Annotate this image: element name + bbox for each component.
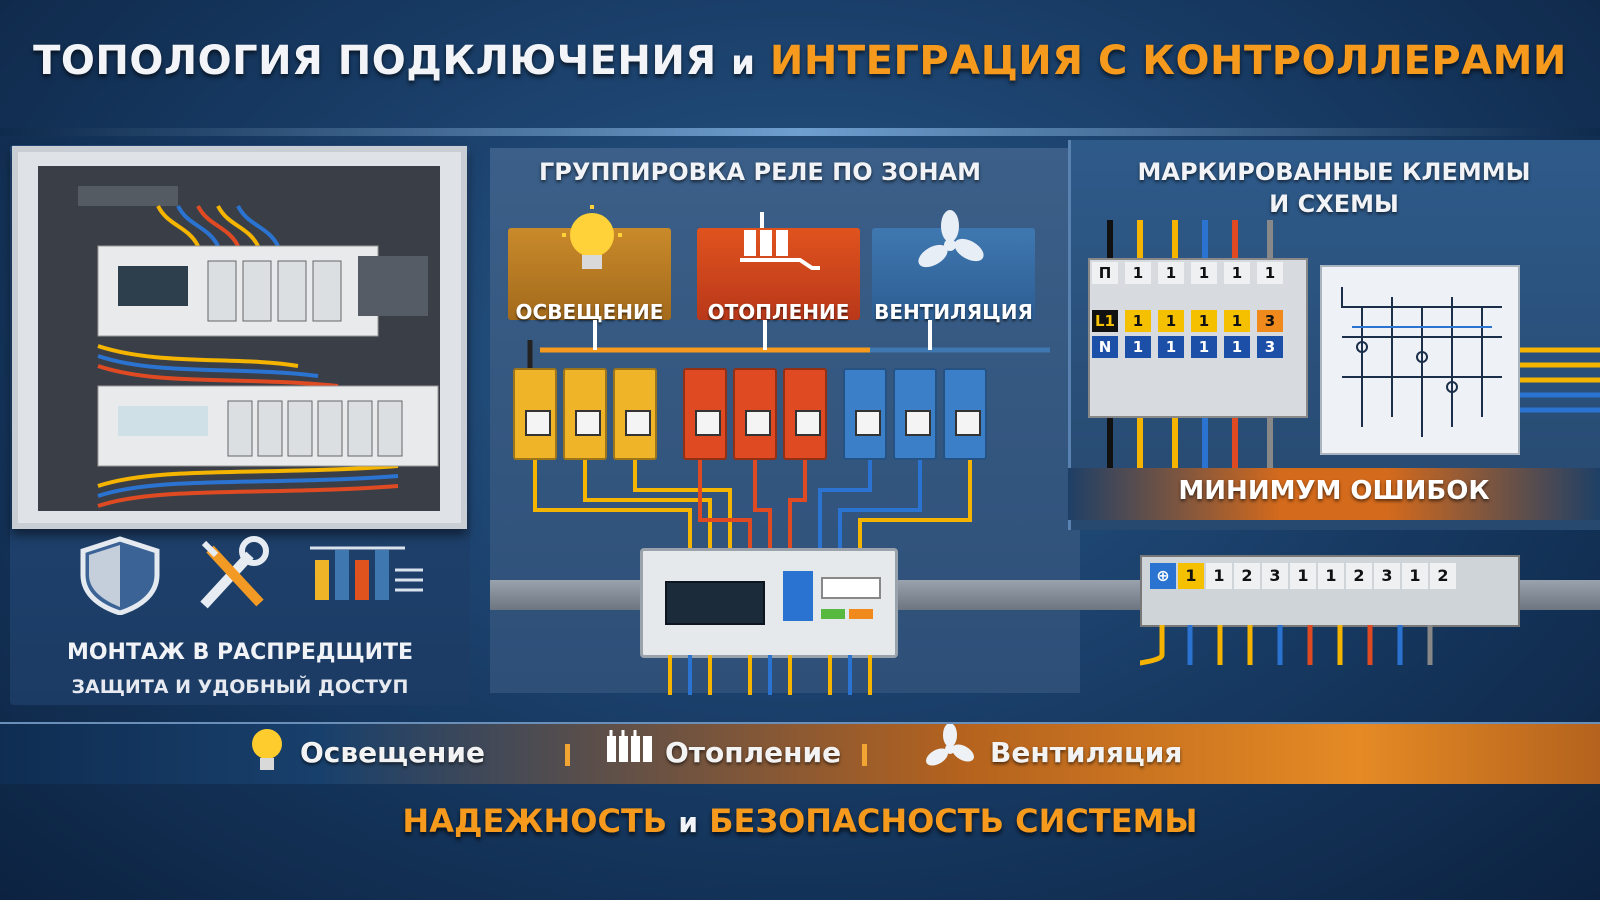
- wiring-schematic: [1320, 265, 1520, 455]
- footer-part1: НАДЕЖНОСТЬ: [402, 802, 668, 840]
- terminal-top-label: 1: [1158, 262, 1184, 284]
- controller-screen: [665, 581, 765, 625]
- terminal-label: N: [1092, 336, 1118, 358]
- footer-slogan: НАДЕЖНОСТЬ и БЕЗОПАСНОСТЬ СИСТЕМЫ: [0, 802, 1600, 840]
- terminal-top-label: П: [1092, 262, 1118, 284]
- rail-terminal-label: 3: [1262, 563, 1288, 589]
- cabinet-interior: [38, 166, 440, 511]
- rail-terminal-label: 3: [1374, 563, 1400, 589]
- terminal-top-label: 1: [1125, 262, 1151, 284]
- terminal-label: 1: [1224, 336, 1250, 358]
- rail-terminal-label: 1: [1402, 563, 1428, 589]
- zone-heating-label: ОТОПЛЕНИЕ: [707, 300, 850, 324]
- legend-lightbulb-icon: [245, 726, 289, 778]
- legend-ventilation: Вентиляция: [990, 736, 1183, 769]
- controller-wiring: [668, 655, 872, 695]
- legend-radiator-icon: [605, 728, 657, 772]
- left-caption-main: МОНТАЖ В РАСПРЕДЩИТЕ: [66, 640, 414, 665]
- left-caption-sub: ЗАЩИТА И УДОБНЫЙ ДОСТУП: [71, 676, 409, 698]
- cabinet-wiring: [78, 186, 439, 508]
- terminal-top-labels: П 1 1 1 1 1: [1092, 262, 1283, 284]
- terminal-label: 1: [1191, 336, 1217, 358]
- terminal-label: 1: [1158, 310, 1184, 332]
- schematic-lines: [1341, 287, 1502, 437]
- controller-buttons: [783, 571, 813, 621]
- title-part2: ИНТЕГРАЦИЯ С КОНТРОЛЛЕРАМИ: [769, 38, 1567, 84]
- title-connector: и: [731, 43, 756, 83]
- rail-terminal-label: ⊕: [1150, 563, 1176, 589]
- title-part1: ТОПОЛОГИЯ ПОДКЛЮЧЕНИЯ: [33, 38, 717, 84]
- relay-lighting-2: [563, 368, 607, 460]
- distribution-cabinet: [12, 146, 467, 529]
- min-errors-badge: МИНИМУМ ОШИБОК: [1068, 468, 1600, 520]
- terminal-label: 1: [1125, 310, 1151, 332]
- footer-part2: БЕЗОПАСНОСТЬ СИСТЕМЫ: [709, 802, 1198, 840]
- terminals-title-line1: МАРКИРОВАННЫЕ КЛЕММЫ: [1137, 158, 1531, 186]
- zone-lighting-label: ОСВЕЩЕНИЕ: [515, 300, 664, 324]
- rail-terminal-label: 1: [1318, 563, 1344, 589]
- status-led-orange: [849, 609, 873, 619]
- terminal-wiring: [1107, 220, 1600, 470]
- terminal-top-label: 1: [1224, 262, 1250, 284]
- rail-terminal-wiring: [1140, 625, 1433, 666]
- rail-terminal-label: 2: [1234, 563, 1260, 589]
- page-title: ТОПОЛОГИЯ ПОДКЛЮЧЕНИЯ и ИНТЕГРАЦИЯ С КОН…: [0, 38, 1600, 84]
- rail-terminal-label: 1: [1290, 563, 1316, 589]
- relay-ventilation-3: [943, 368, 987, 460]
- rail-terminal-label: 1: [1206, 563, 1232, 589]
- terminal-label: 3: [1257, 336, 1283, 358]
- relay-lighting-1: [513, 368, 557, 460]
- terminal-top-label: 1: [1257, 262, 1283, 284]
- legend-heating: Отопление: [665, 736, 842, 769]
- rail-terminal-label: 2: [1346, 563, 1372, 589]
- relay-ventilation-2: [893, 368, 937, 460]
- relay-heating-3: [783, 368, 827, 460]
- legend-lighting: Освещение: [300, 736, 486, 769]
- legend-separator: [862, 744, 867, 766]
- relay-lighting-3: [613, 368, 657, 460]
- relay-heating-2: [733, 368, 777, 460]
- terminal-label: 3: [1257, 310, 1283, 332]
- relay-wiring: [527, 320, 1050, 550]
- legend-separator: [565, 744, 570, 766]
- zone-ventilation-label: ВЕНТИЛЯЦИЯ: [874, 300, 1033, 324]
- zone-ventilation: ВЕНТИЛЯЦИЯ: [872, 228, 1035, 324]
- terminal-row-1: L1 1 1 1 1 3: [1092, 310, 1283, 332]
- terminal-label: 1: [1191, 310, 1217, 332]
- diagram-icon: [305, 540, 425, 614]
- terminal-label: 1: [1125, 336, 1151, 358]
- shield-icon: [75, 535, 165, 619]
- relay-heating-1: [683, 368, 727, 460]
- radiator-icon: [740, 212, 820, 276]
- lightbulb-icon: [556, 199, 628, 279]
- terminals-title-line2: И СХЕМЫ: [1269, 190, 1399, 218]
- terminal-top-label: 1: [1191, 262, 1217, 284]
- rail-terminal-label: 1: [1178, 563, 1204, 589]
- controller-module: [640, 548, 898, 658]
- rail-terminal-label: 2: [1430, 563, 1456, 589]
- relay-grouping-title: ГРУППИРОВКА РЕЛЕ ПО ЗОНАМ: [539, 158, 981, 186]
- terminal-row-2: N 1 1 1 1 3: [1092, 336, 1283, 358]
- fan-icon: [915, 210, 985, 284]
- terminal-label: 1: [1158, 336, 1184, 358]
- relay-ventilation-1: [843, 368, 887, 460]
- rail-terminal-labels: ⊕ 1 1 2 3 1 1 2 3 1 2: [1150, 563, 1456, 589]
- legend-fan-icon: [925, 723, 975, 778]
- terminal-label: L1: [1092, 310, 1118, 332]
- header-divider: [0, 128, 1600, 136]
- status-led-green: [821, 609, 845, 619]
- tools-icon: [190, 535, 280, 619]
- footer-connector: и: [678, 806, 698, 839]
- controller-display: [821, 577, 881, 599]
- terminal-label: 1: [1224, 310, 1250, 332]
